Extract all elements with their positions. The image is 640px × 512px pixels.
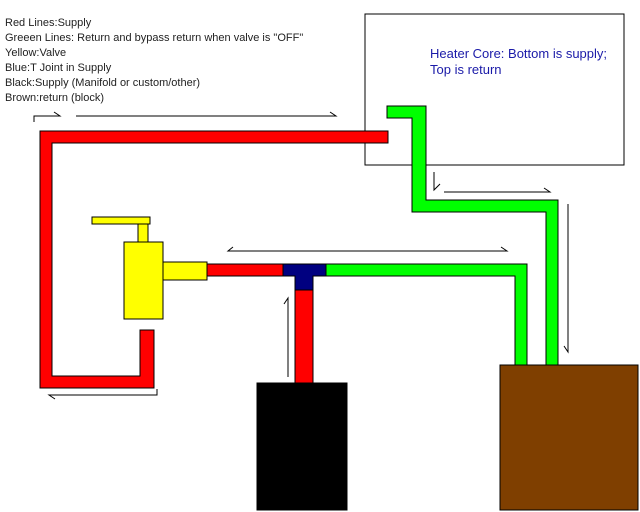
flow-arrow-bottom-left <box>47 389 158 400</box>
green-bypass-line <box>325 263 528 367</box>
t-joint <box>282 263 327 291</box>
valve-stem <box>137 221 149 245</box>
flow-arrows <box>33 111 569 400</box>
red-supply-valve-to-tee <box>205 263 285 277</box>
flow-arrow-block-down <box>563 204 569 354</box>
flow-arrow-heater-right <box>444 187 552 193</box>
legend-item-brown: Brown:return (block) <box>5 92 105 104</box>
valve-handle <box>91 216 151 225</box>
heater-core-label: Heater Core: Bottom is supply; Top is re… <box>430 46 608 77</box>
legend-item-yellow: Yellow:Valve <box>5 47 67 59</box>
supply-manifold <box>256 382 348 511</box>
engine-block <box>499 364 639 511</box>
heater-core-box <box>364 13 625 166</box>
valve-outlet-pipe <box>162 261 208 281</box>
legend-item-green: Greeen Lines: Return and bypass return w… <box>5 32 304 44</box>
legend-item-blue: Blue:T Joint in Supply <box>5 62 112 74</box>
legend-item-black: Black:Supply (Manifold or custom/other) <box>5 77 201 89</box>
legend-item-red: Red Lines:Supply <box>5 17 92 29</box>
red-supply-manifold-to-tee <box>294 275 314 385</box>
flow-arrow-bypass <box>226 246 509 252</box>
flow-arrow-tee-up <box>283 296 289 377</box>
flow-arrow-heater-down <box>433 172 441 192</box>
legend: Red Lines:Supply Greeen Lines: Return an… <box>5 16 303 106</box>
flow-arrow-top-long <box>76 111 338 117</box>
valve-body <box>123 241 164 320</box>
flow-arrow-top-left <box>33 111 62 122</box>
red-supply-loop <box>39 130 389 389</box>
